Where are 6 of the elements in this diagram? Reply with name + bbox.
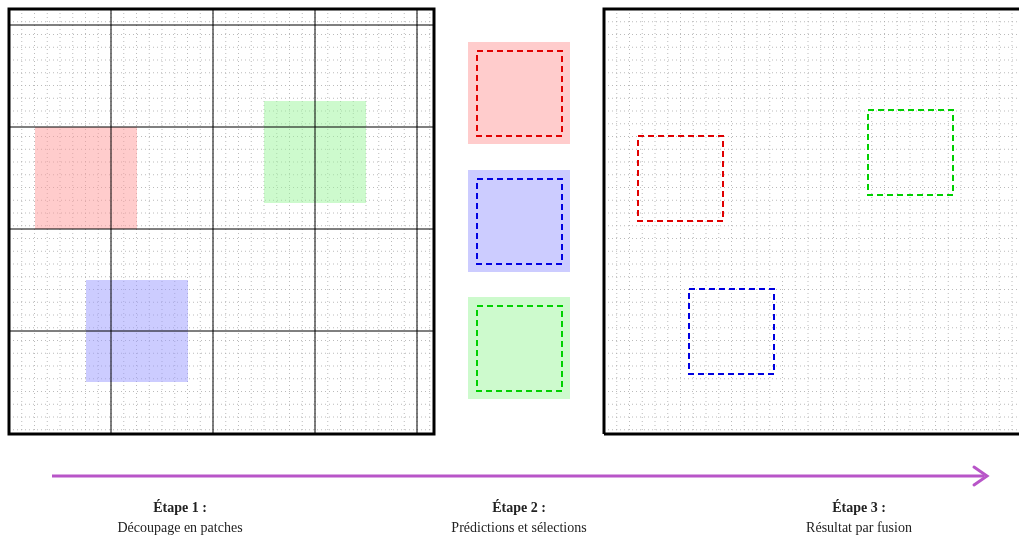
step-caption: Résultat par fusion [806, 520, 912, 536]
step-heading: Étape 1 : [153, 500, 207, 516]
step-caption: Prédictions et sélections [451, 520, 587, 536]
step-caption: Découpage en patches [117, 520, 243, 536]
step-heading: Étape 2 : [492, 500, 546, 516]
step-heading: Étape 3 : [832, 500, 886, 516]
